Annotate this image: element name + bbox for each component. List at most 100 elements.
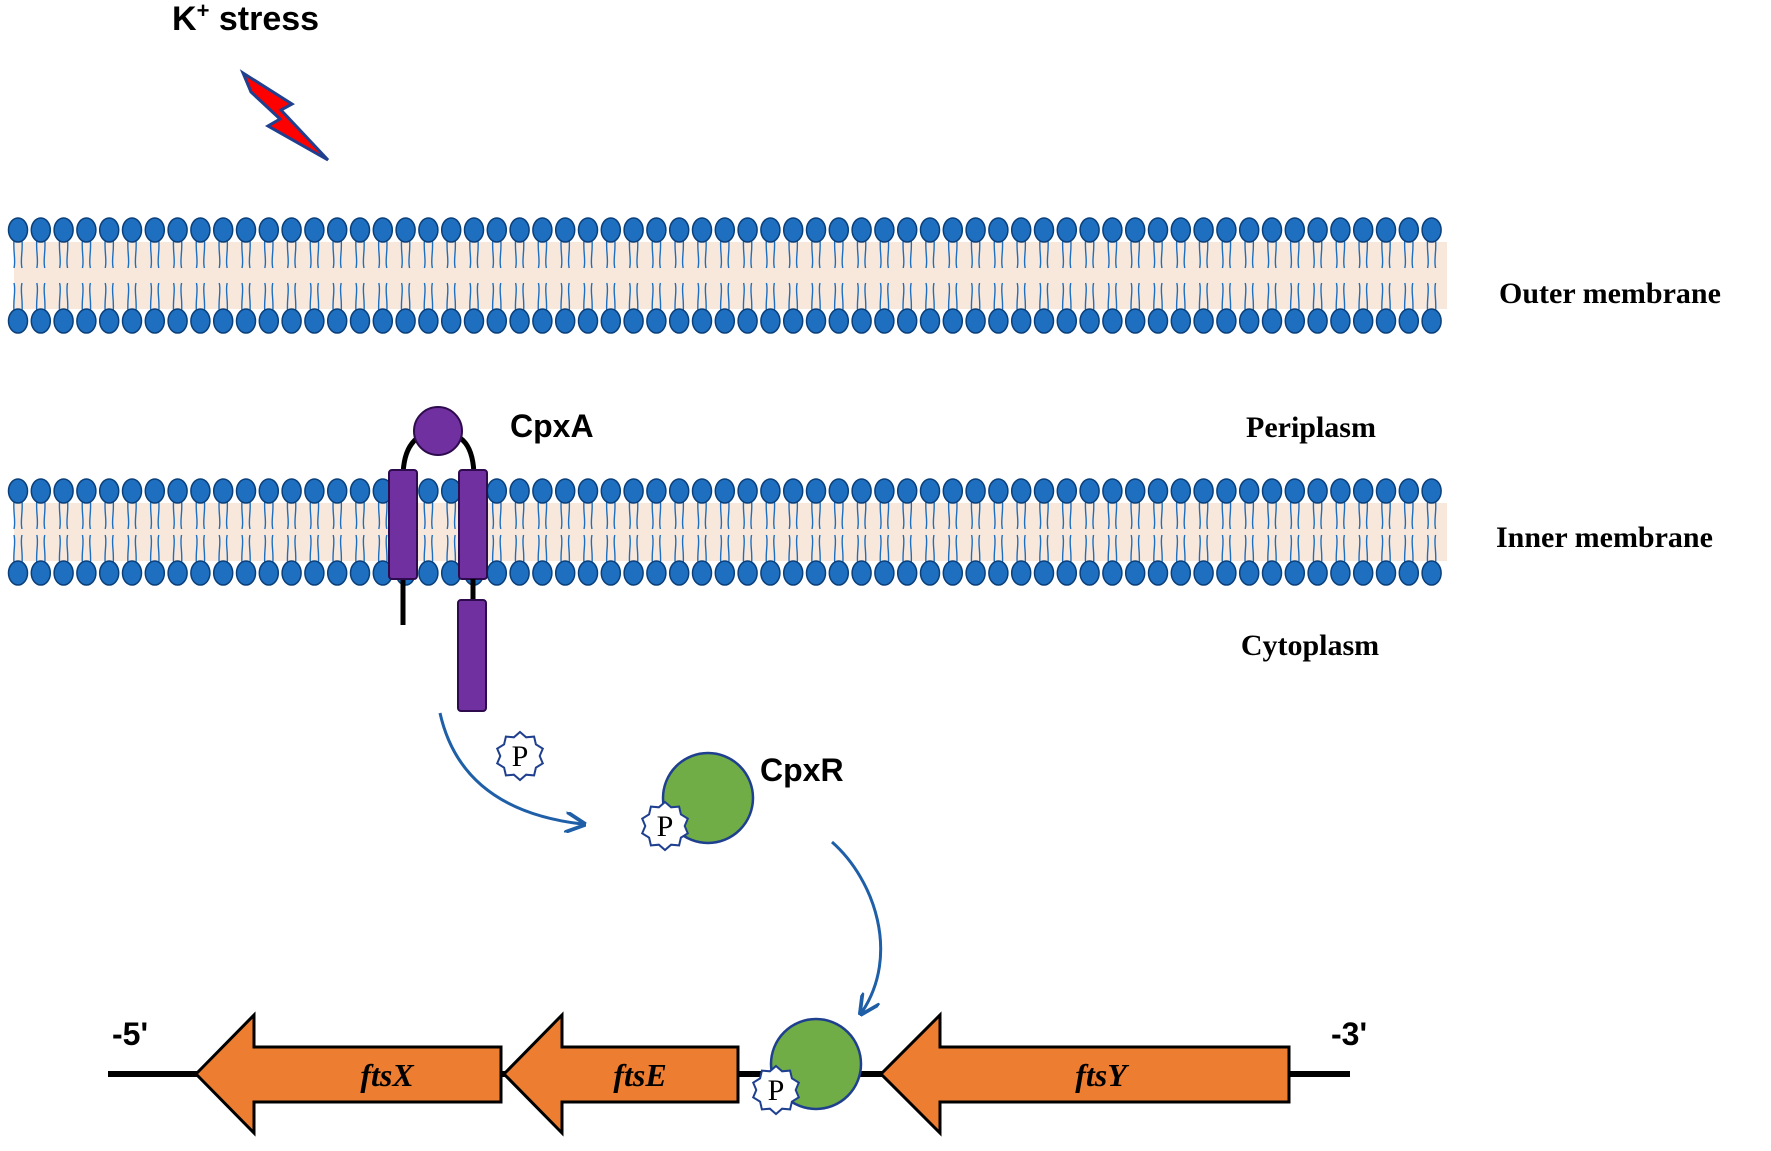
lipid-tail — [583, 500, 593, 564]
lipid-tail — [309, 500, 320, 564]
lipid-tail — [993, 500, 1004, 564]
lipid-head — [349, 217, 371, 243]
lipid-tail — [1289, 500, 1300, 564]
lipid-head — [190, 308, 211, 334]
lipid-head — [212, 560, 234, 586]
lipid-head — [304, 308, 325, 334]
lipid-head — [691, 308, 713, 334]
lipid-head — [1056, 560, 1078, 586]
lipid-head — [1124, 560, 1146, 586]
lipid-tail — [127, 239, 137, 312]
lipid-tail — [1153, 239, 1163, 312]
lightning-icon — [239, 69, 330, 162]
lipid-head — [782, 308, 804, 334]
lipid-head — [851, 560, 872, 586]
lipid-tail — [993, 239, 1004, 312]
lipid-head — [668, 478, 690, 504]
lipid-head — [30, 560, 52, 586]
lipid-tail — [651, 239, 662, 312]
lipid-head — [53, 308, 74, 334]
lipid-head — [1193, 217, 1214, 243]
lipid-head — [646, 217, 667, 243]
lipid-tail — [172, 500, 183, 564]
lipid-head — [714, 308, 736, 334]
lipid-head — [1375, 308, 1397, 334]
cpxR-label: CpxR — [760, 752, 844, 788]
lipid-head — [76, 560, 97, 586]
lipid-tail — [58, 500, 69, 564]
lipid-head — [418, 217, 439, 243]
lipid-head — [486, 478, 508, 504]
lipid-head — [600, 478, 622, 504]
lipid-head — [418, 478, 439, 504]
lipid-tail — [628, 239, 639, 312]
lipid-head — [372, 308, 394, 334]
lipid-head — [1238, 308, 1260, 334]
lipid-head — [1033, 560, 1055, 586]
lipid-head — [600, 560, 622, 586]
lipid-head — [782, 560, 804, 586]
lipid-head — [851, 308, 872, 334]
cpxA-sensor-domain — [413, 406, 463, 456]
lipid-tail — [1016, 500, 1027, 564]
lipid-tail — [560, 239, 571, 312]
lipid-head — [896, 217, 918, 243]
lipid-head — [76, 217, 97, 243]
lipid-head — [395, 217, 416, 243]
lipid-tail — [263, 239, 274, 312]
lipid-head — [418, 560, 439, 586]
lipid-tail — [1130, 500, 1141, 564]
lipid-head — [486, 217, 508, 243]
lipid-head — [1398, 217, 1420, 243]
lipid-head — [98, 478, 120, 504]
lipid-tail — [1084, 239, 1095, 312]
lipid-head — [1033, 308, 1055, 334]
lipid-tail — [241, 500, 251, 564]
phosphate-label: P — [512, 740, 529, 773]
lipid-tail — [1198, 500, 1209, 564]
lipid-tail — [263, 500, 274, 564]
lipid-head — [1216, 217, 1237, 243]
lipid-head — [896, 308, 918, 334]
lipid-head — [623, 560, 644, 586]
lipid-head — [942, 217, 964, 243]
lipid-tail — [195, 500, 206, 564]
lipid-head — [1352, 308, 1374, 334]
lipid-head — [1079, 560, 1100, 586]
lipid-head — [1147, 308, 1169, 334]
outer-membrane-bilayer — [7, 217, 1447, 334]
lipid-head — [190, 560, 211, 586]
lipid-head — [304, 217, 325, 243]
lipid-tail — [651, 500, 662, 564]
lipid-head — [896, 478, 918, 504]
lipid-head — [1421, 217, 1442, 243]
lipid-head — [646, 478, 667, 504]
lipid-head — [874, 308, 895, 334]
lipid-head — [1193, 560, 1214, 586]
lipid-head — [258, 308, 280, 334]
stress-word: stress — [209, 0, 319, 38]
lipid-head — [144, 217, 166, 243]
lipid-tail — [1312, 500, 1323, 564]
lipid-head — [1147, 478, 1169, 504]
lipid-head — [828, 217, 850, 243]
lipid-head — [440, 217, 462, 243]
lipid-tail — [902, 500, 913, 564]
lipid-head — [30, 308, 52, 334]
lipid-head — [828, 560, 850, 586]
lipid-tail — [491, 239, 502, 312]
lipid-head — [281, 308, 302, 334]
lipid-head — [1102, 478, 1123, 504]
lipid-head — [326, 560, 348, 586]
lipid-head — [1238, 217, 1260, 243]
lipid-head — [1261, 308, 1283, 334]
lipid-tail — [833, 500, 844, 564]
lipid-head — [1170, 560, 1192, 586]
cpxA-tm-helix-2 — [458, 469, 488, 580]
lipid-tail — [833, 239, 844, 312]
lipid-head — [1079, 478, 1100, 504]
lipid-tail — [1084, 500, 1095, 564]
lipid-tail — [1130, 239, 1141, 312]
lipid-head — [600, 308, 622, 334]
lipid-head — [1330, 308, 1351, 334]
